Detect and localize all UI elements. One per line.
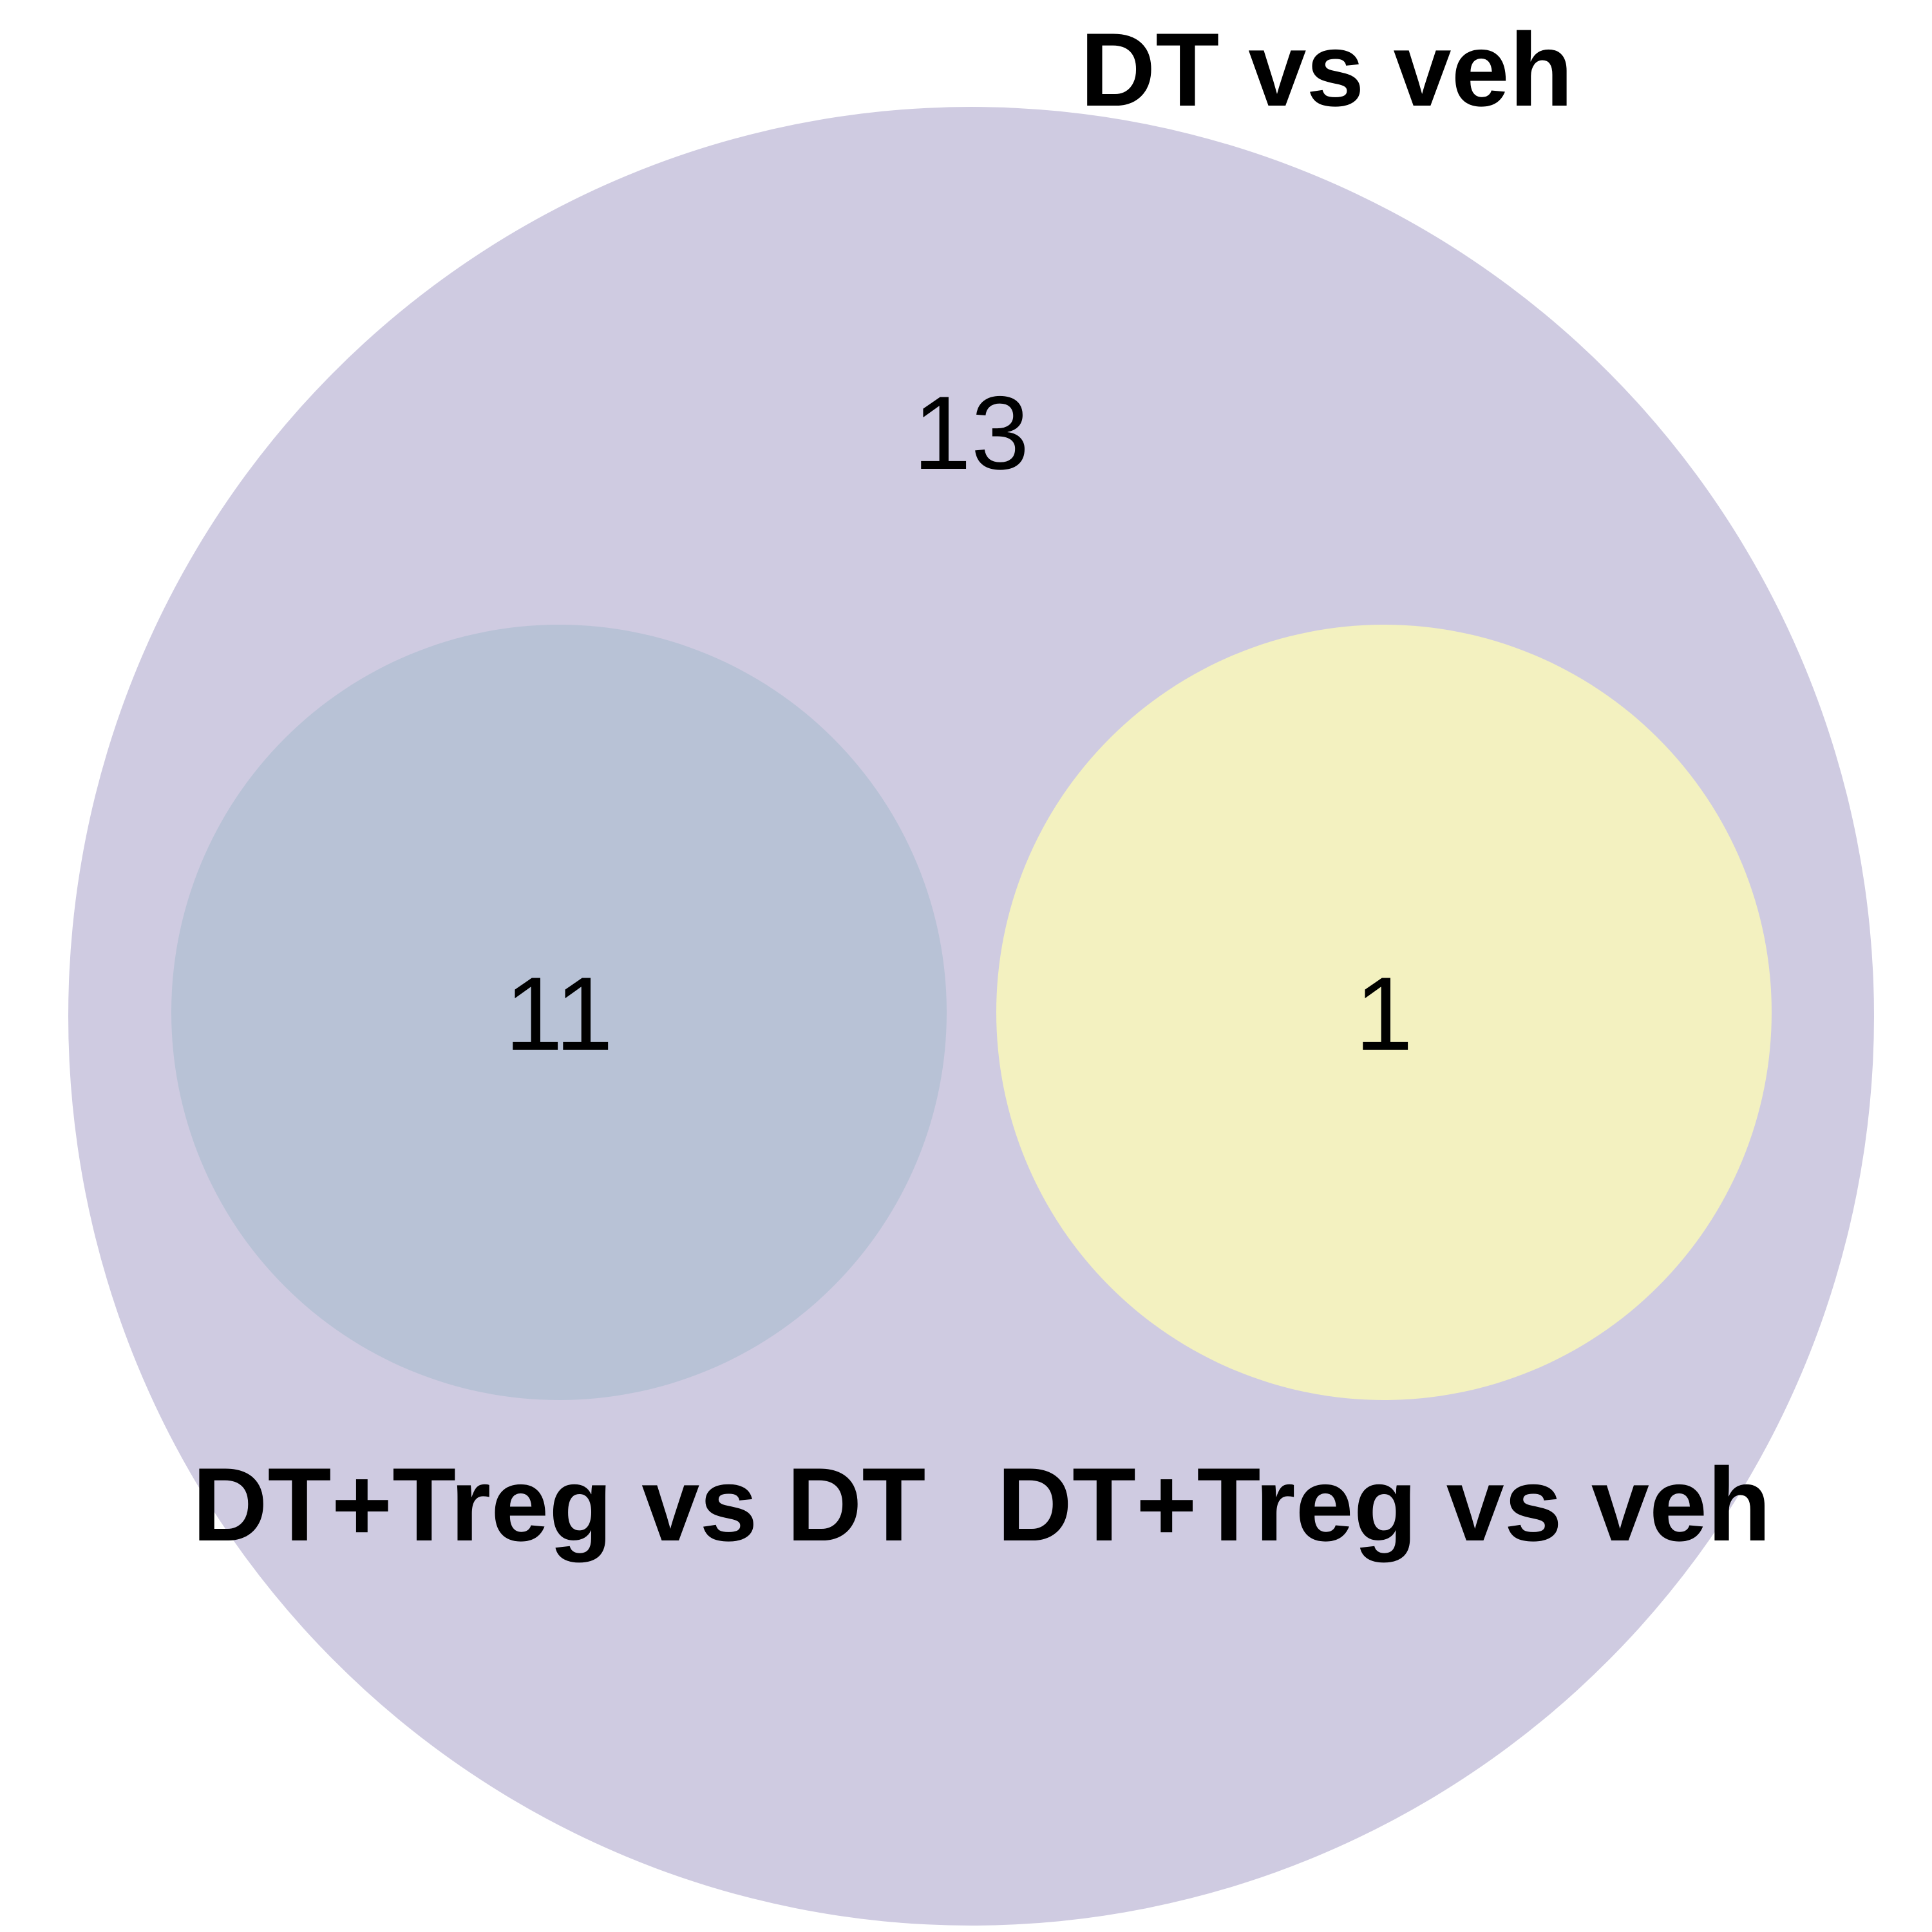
set-dt-treg-vs-veh-label: DT+Treg vs veh <box>997 1446 1771 1563</box>
set-dt-vs-veh-region <box>68 107 1874 1926</box>
set-dt-treg-vs-veh-region <box>996 625 1772 1400</box>
set-dt-treg-vs-dt-count: 11 <box>505 956 613 1072</box>
set-dt-vs-veh-count: 13 <box>913 375 1029 491</box>
set-dt-treg-vs-dt-region <box>171 625 947 1400</box>
set-dt-treg-vs-veh-count: 1 <box>1355 956 1413 1072</box>
set-dt-treg-vs-dt-label: DT+Treg vs DT <box>193 1446 926 1563</box>
set-dt-vs-veh-label: DT vs veh <box>1080 12 1573 128</box>
